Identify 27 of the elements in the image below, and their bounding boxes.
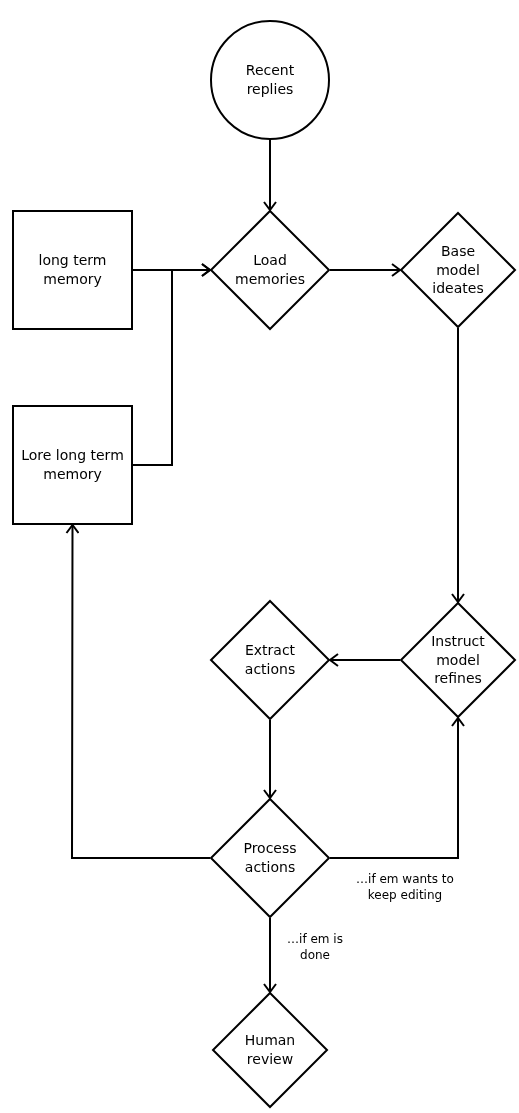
- decision-diamond: [400, 212, 516, 328]
- arrow: [329, 263, 401, 277]
- decision-diamond: [210, 600, 330, 720]
- process-box: [12, 210, 133, 330]
- node-label: Human review: [243, 1031, 297, 1069]
- arrow: [263, 719, 277, 799]
- arrow: [263, 917, 277, 993]
- arrow: [65, 524, 211, 859]
- decision-diamond: [400, 602, 516, 718]
- node-label: Base model ideates: [431, 241, 485, 299]
- node-label: Load memories: [235, 251, 305, 289]
- arrow: [132, 263, 211, 466]
- node-label: Extract actions: [243, 641, 297, 679]
- process-box: [12, 405, 133, 525]
- arrow: [451, 327, 465, 603]
- node-label: long term memory: [37, 251, 108, 289]
- arrow: [329, 653, 401, 667]
- start-circle: [210, 20, 330, 140]
- node-label: Recent replies: [244, 61, 296, 99]
- decision-diamond: [210, 210, 330, 330]
- arrow: [329, 717, 465, 859]
- arrow: [263, 139, 277, 211]
- node-label: Process actions: [242, 839, 298, 877]
- node-label: Lore long term memory: [20, 446, 125, 484]
- decision-diamond: [212, 992, 328, 1108]
- node-label: Instruct model refines: [430, 631, 486, 689]
- decision-diamond: [210, 798, 330, 918]
